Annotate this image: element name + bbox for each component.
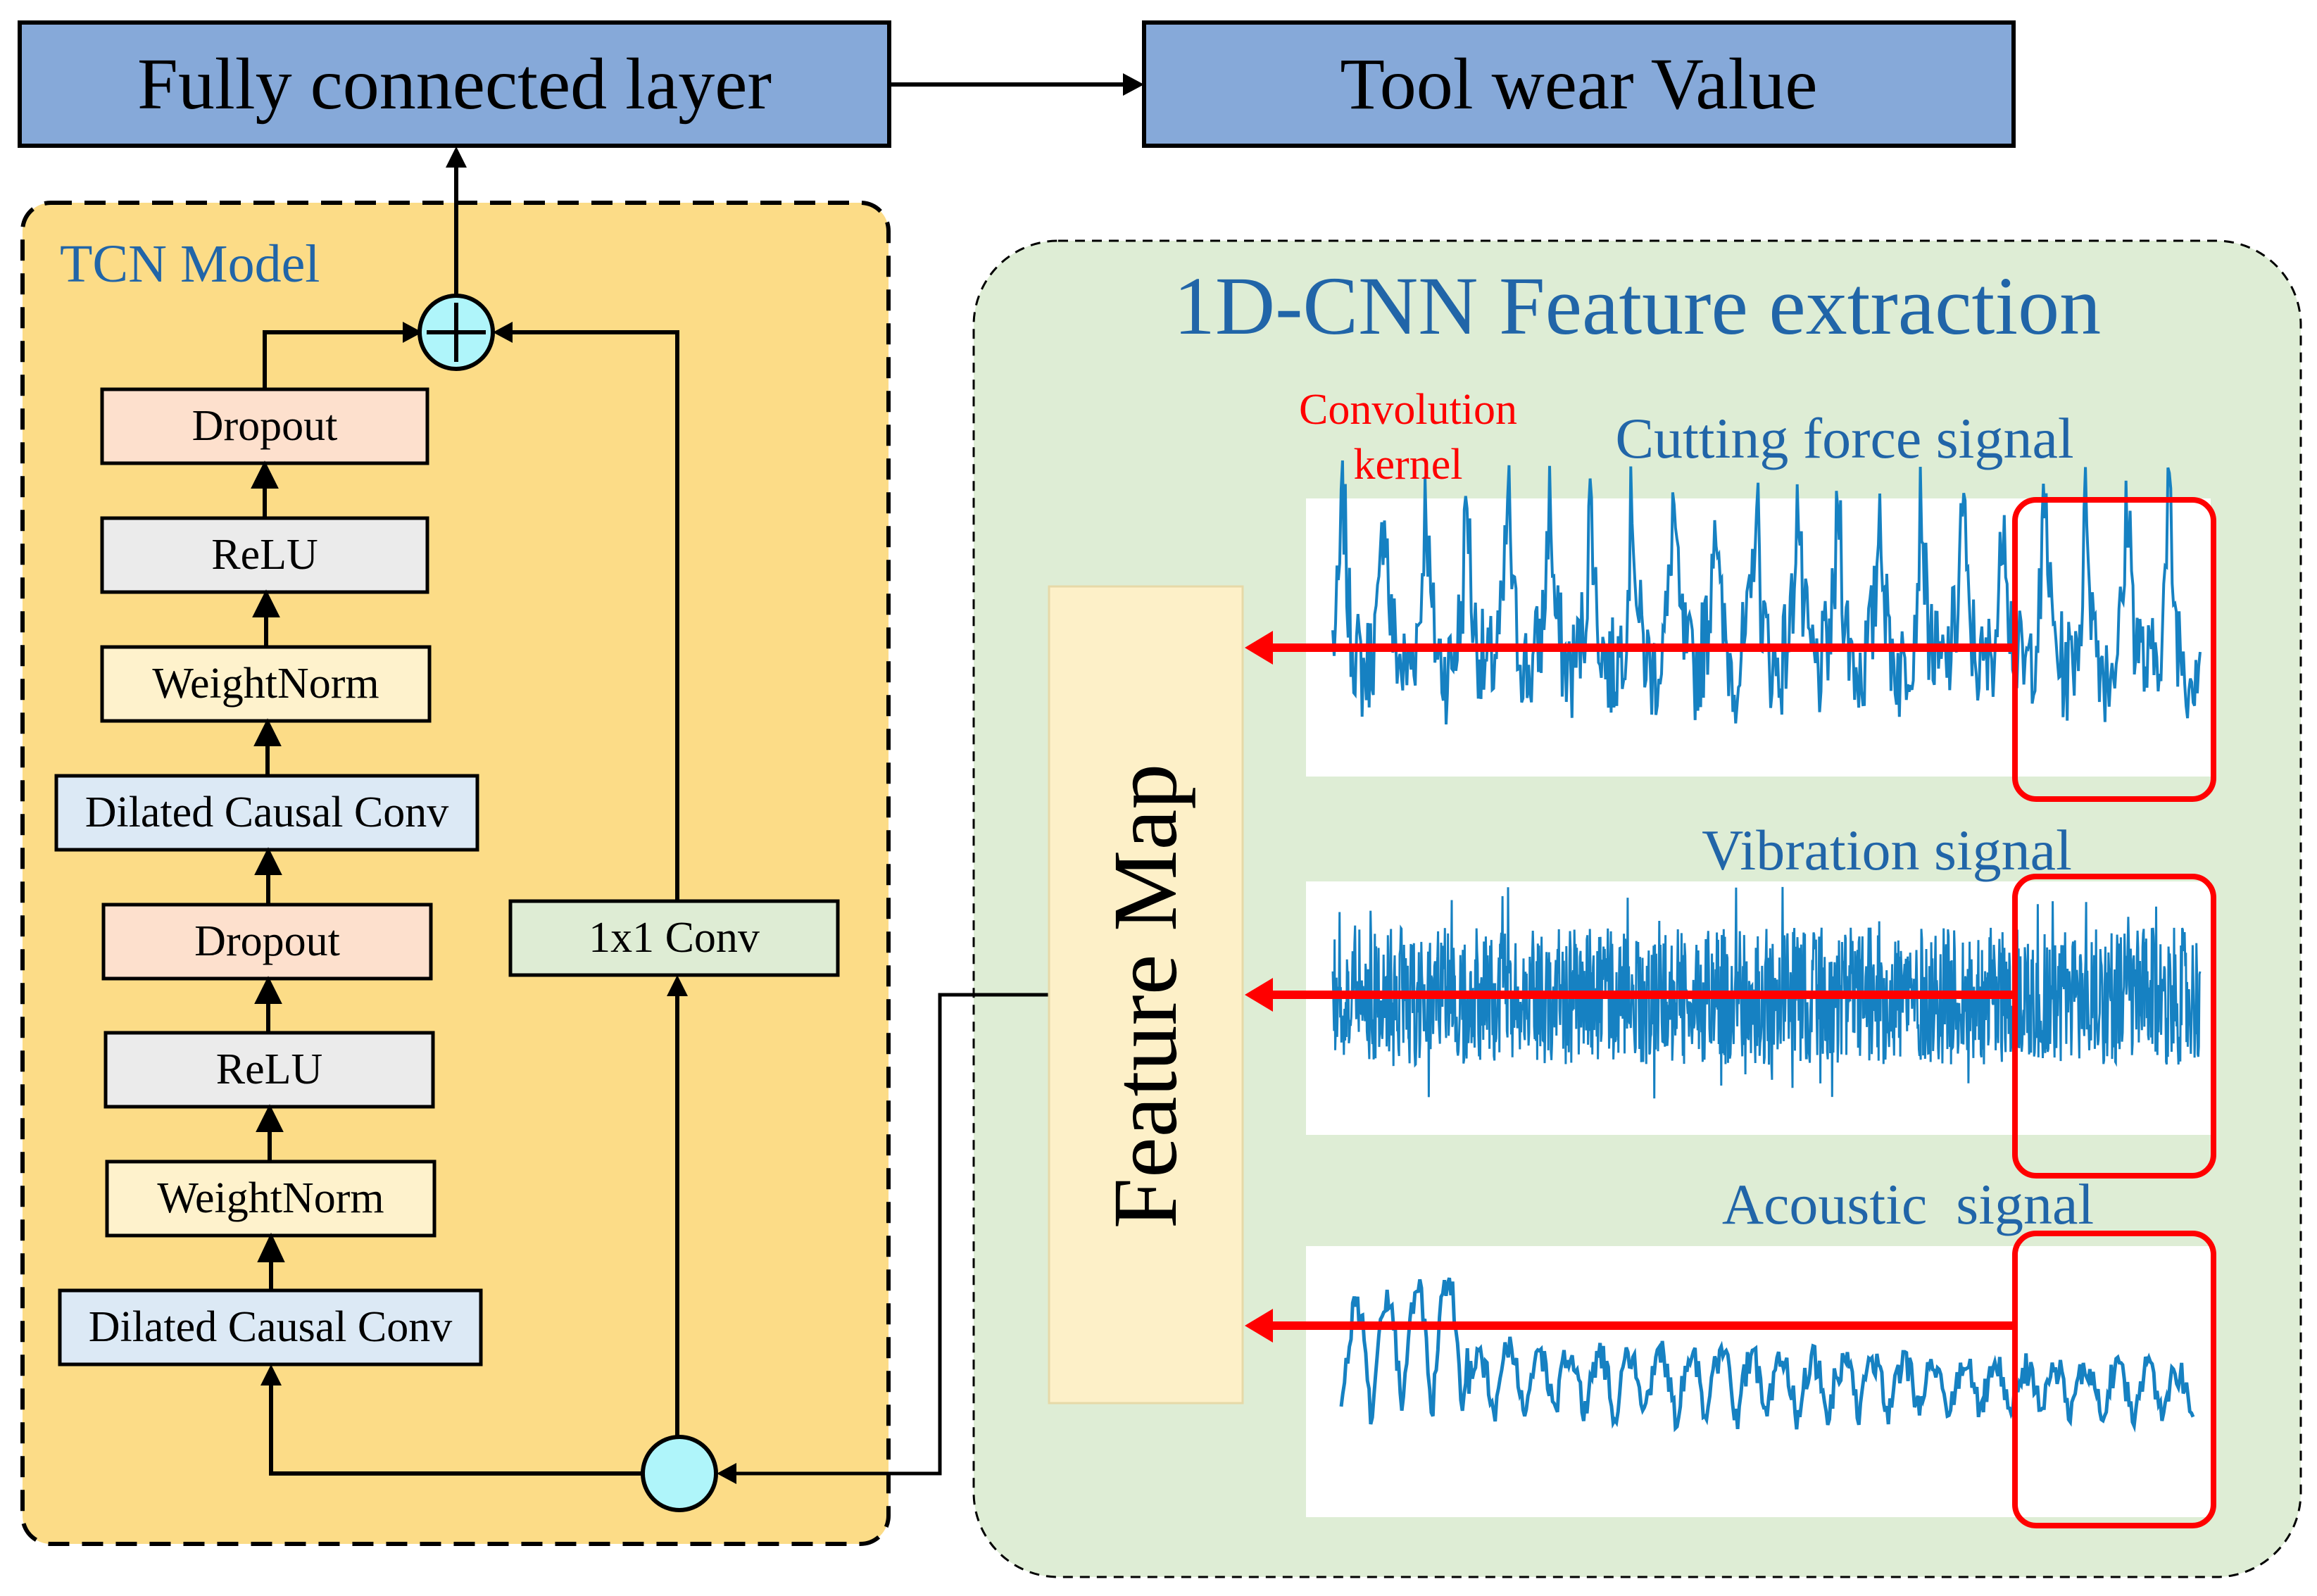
conv1x1-to-sum-arrowhead	[493, 322, 513, 343]
dilated-conv-label-bottom: Dilated Causal Conv	[88, 1303, 453, 1351]
tool-wear-label: Tool wear Value	[1340, 44, 1818, 125]
feature-map-label: Feature Map	[1095, 763, 1196, 1229]
featuremap-to-input-line	[732, 993, 1049, 1476]
feature-map-box	[1048, 585, 1244, 1405]
conv1x1-label: 1x1 Conv	[589, 914, 760, 962]
relu-label-top: ReLU	[211, 531, 318, 579]
vibration-label: Vibration signal	[1702, 817, 2072, 882]
vibration-signal-line	[1331, 886, 2202, 1099]
input-to-dilated-line	[269, 1383, 642, 1476]
kernel-label-line1: Convolution	[1298, 386, 1518, 434]
vibration-kernel-box	[2012, 874, 2216, 1179]
relu-label-bottom: ReLU	[215, 1045, 323, 1093]
cnn-title: 1D-CNN Feature extraction	[1173, 260, 2102, 352]
conv1x1-box	[508, 899, 840, 977]
dropout-to-sum-arrowhead	[403, 322, 422, 343]
input-node	[641, 1435, 718, 1512]
dilated-conv-box-top	[54, 774, 479, 852]
fully-connected-box	[18, 20, 891, 148]
acoustic-kernel-box	[2012, 1231, 2216, 1528]
kernel-label-line2: kernel	[1353, 441, 1463, 489]
dropout-label-top: Dropout	[191, 402, 338, 450]
relu-box-top	[100, 516, 429, 594]
fc-to-output-arrowhead	[1123, 73, 1144, 96]
dilated-conv-label-top: Dilated Causal Conv	[84, 788, 449, 836]
tcn-title: TCN Model	[60, 234, 320, 294]
stack-arrows	[251, 460, 285, 1290]
cutting-force-signal-line	[1331, 460, 2202, 724]
dropout-box-top	[100, 387, 429, 465]
weightnorm-box-top	[100, 645, 432, 723]
conv1x1-to-sum-line	[507, 330, 679, 901]
cutting-force-label: Cutting force signal	[1615, 406, 2074, 470]
input-to-dilated-arrowhead	[260, 1364, 282, 1385]
featuremap-to-input-arrowhead	[717, 1463, 736, 1484]
fully-connected-label: Fully connected layer	[137, 44, 772, 125]
kernel-arrows	[1245, 631, 2015, 1343]
acoustic-signal-line	[1339, 1277, 2195, 1433]
weightnorm-label-top: WeightNorm	[152, 660, 379, 708]
weightnorm-label-bottom: WeightNorm	[157, 1174, 384, 1222]
sum-node	[417, 294, 495, 371]
dropout-to-sum-line	[263, 330, 408, 389]
input-to-conv1x1-arrowhead	[667, 975, 688, 996]
sum-to-fc-arrowhead	[446, 146, 467, 168]
dropout-label-bottom: Dropout	[194, 917, 340, 965]
tool-wear-box	[1142, 20, 2016, 148]
acoustic-label: Acoustic signal	[1721, 1171, 2095, 1236]
